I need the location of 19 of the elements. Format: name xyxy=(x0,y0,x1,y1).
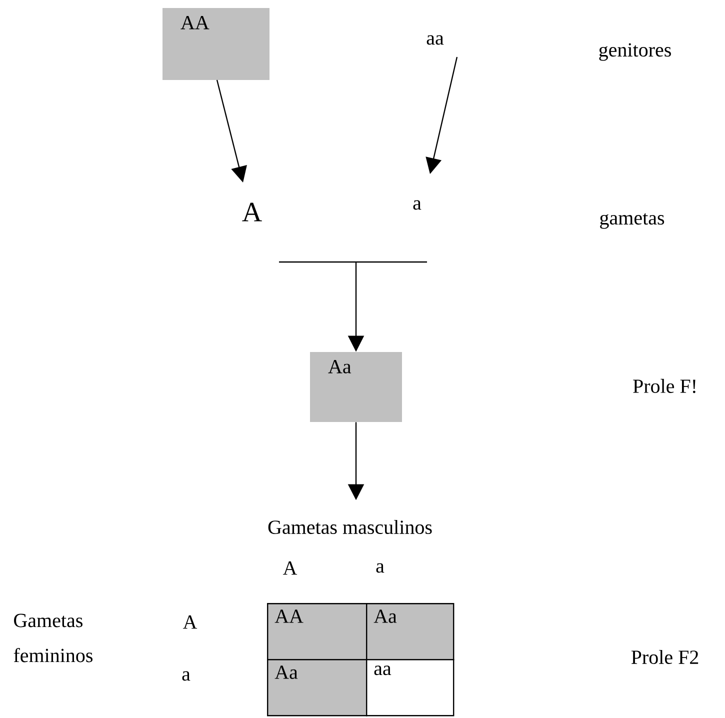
table-cell: Aa xyxy=(366,603,454,660)
allele-text: aa xyxy=(426,35,444,45)
label-text: gametas xyxy=(600,213,664,229)
label-text: Prole F2 xyxy=(631,650,698,664)
table-cell: Aa xyxy=(267,659,368,716)
label-text: genitores xyxy=(599,43,671,61)
label-text: a xyxy=(376,563,384,573)
allele-text: a xyxy=(413,200,422,210)
allele-text: A xyxy=(242,202,262,222)
genotype-box: AA xyxy=(162,8,270,80)
label-text: A xyxy=(182,615,198,629)
label-text: Gametas masculinos xyxy=(268,520,432,534)
label-text: A xyxy=(282,561,298,575)
table-cell: AA xyxy=(267,603,368,660)
genotype-box: Aa xyxy=(310,352,402,422)
label-text: Gametas femininos xyxy=(14,614,92,662)
table-cell: aa xyxy=(366,659,454,716)
label-text: Prole F! xyxy=(633,378,696,394)
label-text: a xyxy=(182,671,190,681)
